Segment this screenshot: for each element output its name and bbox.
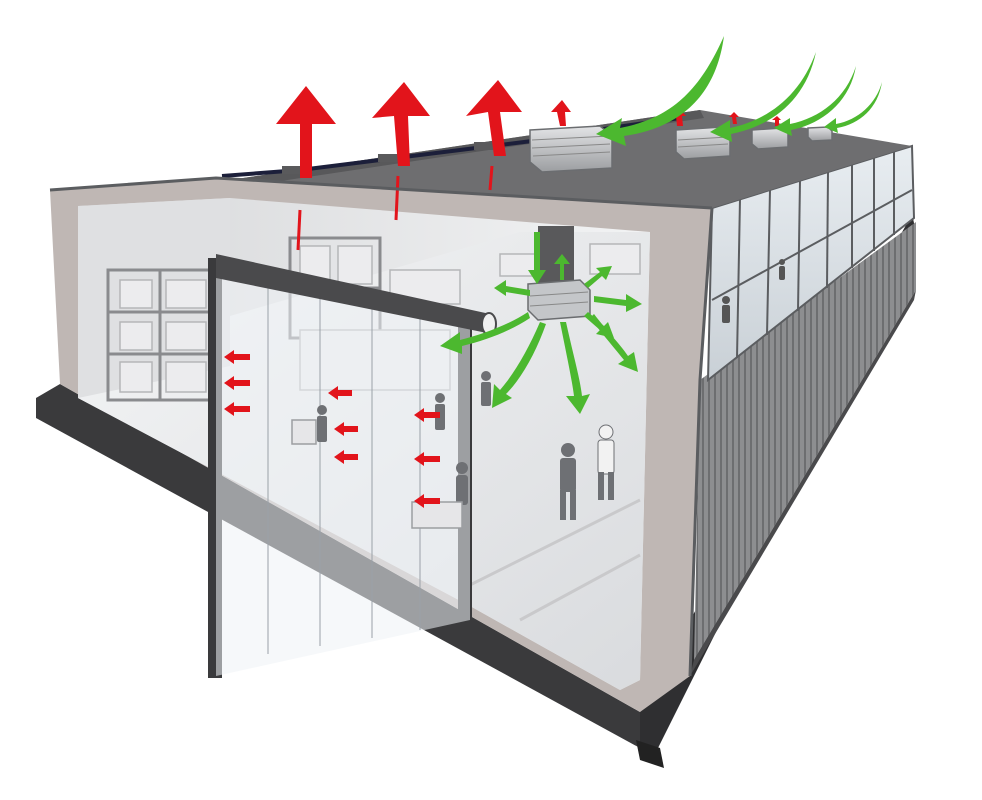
air-diffuser-icon (527, 226, 591, 321)
side-ribbed-wall (690, 222, 916, 676)
pallet-jack (291, 419, 463, 529)
clerestory-glazing (706, 144, 916, 383)
roof-exhaust-vents (282, 142, 500, 174)
warehouse-worker-icon (722, 259, 785, 323)
fresh-air-intake-arrow-icon (596, 36, 882, 146)
strip-curtain-door (208, 254, 497, 678)
frame-edges (49, 176, 714, 677)
hot-air-rising-lines (296, 165, 494, 251)
fresh-air-distribution-arrows (440, 232, 642, 414)
hot-air-small-arrows (224, 350, 440, 508)
warehouse-worker-icon (317, 371, 615, 520)
evaporative-cooler-unit-icon (529, 125, 833, 173)
